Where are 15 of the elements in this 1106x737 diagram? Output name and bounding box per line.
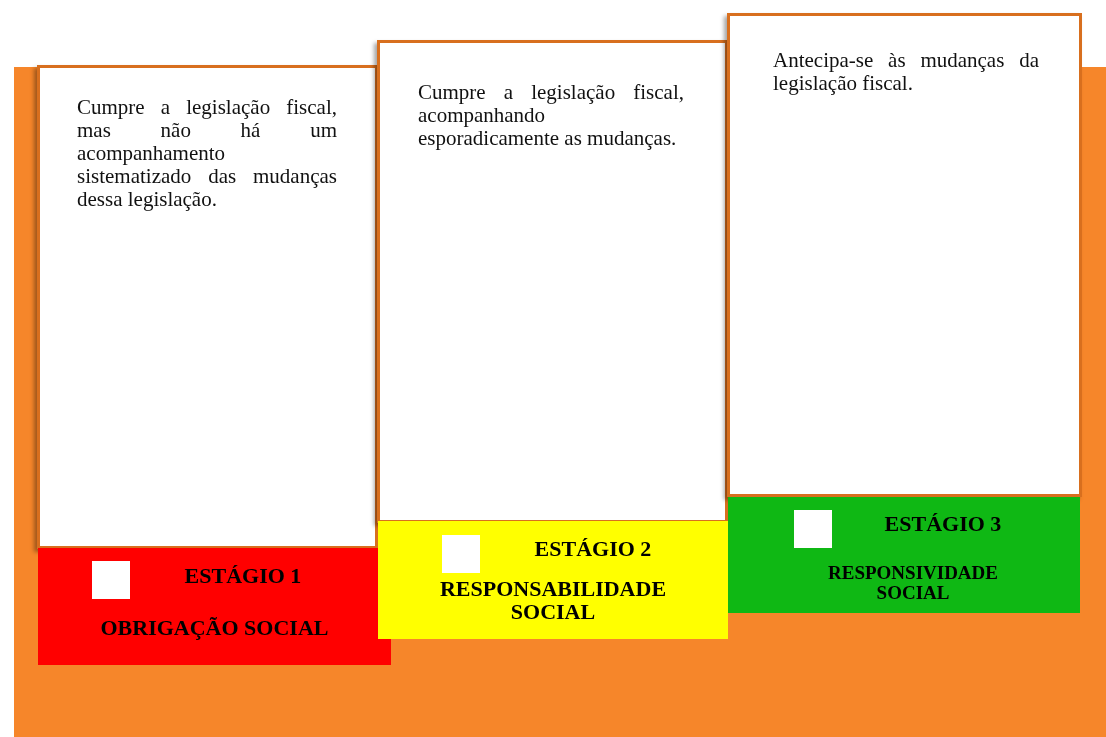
stage-box (38, 548, 391, 665)
stage-number: ESTÁGIO 1 (183, 564, 303, 588)
description-text: Cumpre a legislação fiscal, acompanhando esporadicamente as mudanças. (418, 81, 684, 150)
stage-box (378, 521, 728, 639)
description-card (727, 13, 1082, 497)
description-text: Cumpre a legislação fiscal, mas não há um acompanhamento sistematizado das mudanças dessa legislação. (77, 96, 337, 211)
stage-number: ESTÁGIO 3 (883, 512, 1003, 536)
stage-title: OBRIGAÇÃO SOCIAL (99, 616, 330, 640)
stage-title: RESPONSIVIDADE SOCIAL (827, 563, 999, 603)
description-card (37, 65, 378, 549)
stage-title: RESPONSABILIDADE SOCIAL (438, 577, 668, 624)
stage-box (728, 497, 1080, 613)
description-card (377, 40, 728, 523)
description-text: Antecipa-se às mudanças da legislação fiscal. (773, 49, 1039, 95)
stage-number: ESTÁGIO 2 (533, 537, 653, 561)
